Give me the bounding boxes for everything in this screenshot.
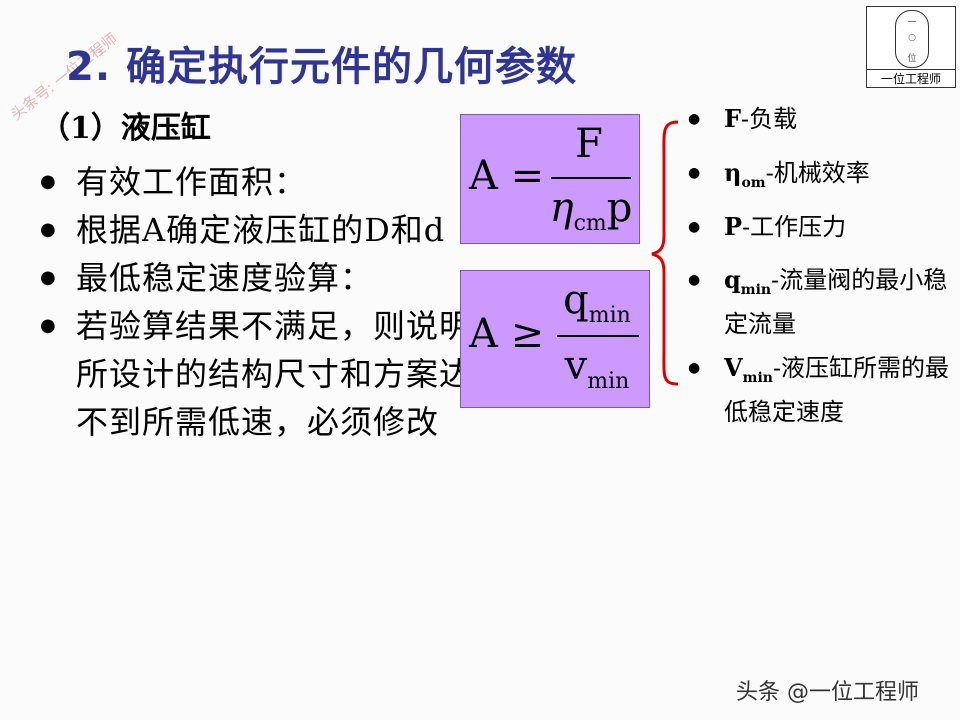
bullet-icon: ●	[688, 164, 701, 181]
logo: 一○位 一位工程师	[866, 6, 956, 88]
list-item: ●P-工作压力	[684, 210, 954, 254]
list-item: ●有效工作面积：	[36, 158, 476, 206]
author-credit: 头条 @一位工程师	[736, 680, 919, 705]
fraction-bar	[557, 335, 639, 337]
curly-brace-icon	[651, 120, 679, 386]
bullet-icon: ●	[688, 218, 701, 235]
list-item: ●根据A确定液压缸的D和d	[36, 206, 476, 254]
slide-title: 2. 确定执行元件的几何参数	[66, 44, 577, 90]
list-item: ●ηom-机械效率	[688, 157, 870, 191]
bullet-icon: ●	[40, 315, 57, 336]
area-formula: A = F ηcmp	[460, 114, 640, 244]
bullet-icon: ●	[40, 171, 57, 192]
list-item: ●qmin-流量阀的最小稳定流量	[688, 265, 948, 339]
list-item: ●最低稳定速度验算：	[36, 254, 476, 302]
bullet-icon: ●	[688, 360, 701, 377]
logo-caption: 一位工程师	[867, 69, 955, 87]
min-speed-formula: A ≥ qmin vmin	[460, 270, 650, 408]
list-item: ●若验算结果不满足，则说明所设计的结构尺寸和方案达不到所需低速，必须修改	[36, 302, 476, 446]
symbol-legend-list: ●F-负载 ●ηom-机械效率 ●P-工作压力 ●qmin-流量阀的最小稳定流量…	[684, 102, 954, 439]
bullet-icon: ●	[688, 111, 701, 127]
logo-seal-icon: 一○位	[895, 10, 929, 68]
section-heading: （1）液压缸	[40, 111, 211, 146]
list-item: ●Vmin-液压缸所需的最低稳定速度	[688, 353, 950, 426]
formula-numerator: qmin	[563, 277, 631, 328]
fraction-bar	[551, 177, 631, 179]
bullet-icon: ●	[688, 272, 701, 289]
bullet-icon: ●	[40, 267, 57, 288]
formula-lhs: A ≥	[469, 311, 545, 357]
formula-lhs: A =	[469, 153, 545, 199]
formula-denominator: ηcmp	[549, 185, 633, 236]
formula-denominator: vmin	[564, 343, 630, 394]
formula-numerator: F	[575, 121, 603, 167]
bullet-icon: ●	[40, 219, 57, 240]
main-bullet-list: ●有效工作面积： ●根据A确定液压缸的D和d ●最低稳定速度验算： ●若验算结果…	[36, 158, 476, 446]
list-item: ●F-负载	[684, 102, 954, 146]
